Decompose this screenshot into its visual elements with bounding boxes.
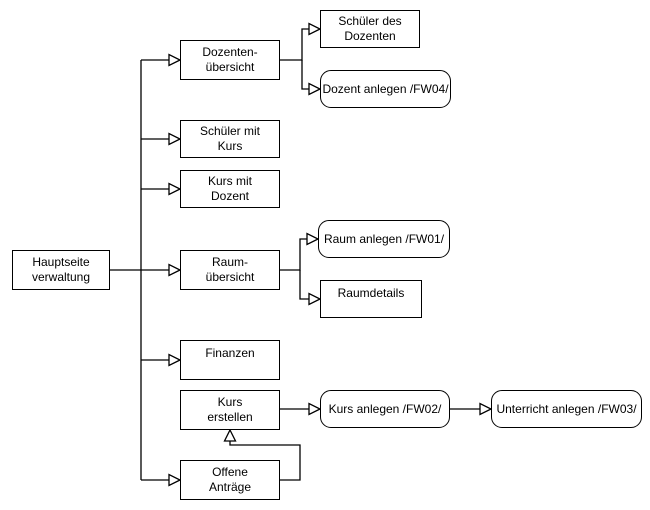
node-finanzen: Finanzen <box>180 340 280 380</box>
node-kurs-anlegen: Kurs anlegen /FW02/ <box>320 390 450 428</box>
node-label-offene-antraege: Offene Anträge <box>208 465 252 494</box>
dozenten-to-schueler-des-dozenten-arrowhead <box>308 22 322 36</box>
node-label-finanzen: Finanzen <box>205 346 255 360</box>
node-label-raum-anlegen: Raum anlegen /FW01/ <box>323 231 445 246</box>
hauptseite-to-raum-uebersicht-arrowhead <box>168 263 182 277</box>
node-label-schueler-mit-kurs: Schüler mit Kurs <box>199 124 261 153</box>
node-schueler-des-dozenten: Schüler des Dozenten <box>320 10 420 48</box>
node-dozenten-uebersicht: Dozenten- übersicht <box>180 40 280 80</box>
node-label-kurs-anlegen: Kurs anlegen /FW02/ <box>328 401 442 416</box>
kurs-anlegen-to-unterricht-anlegen-arrowhead <box>479 402 493 416</box>
node-label-unterricht-anlegen: Unterricht anlegen /FW03/ <box>496 401 637 416</box>
node-raum-anlegen: Raum anlegen /FW01/ <box>318 220 450 258</box>
trunk-to-finanzen-arrowhead <box>168 353 182 367</box>
node-label-dozent-anlegen: Dozent anlegen /FW04/ <box>322 81 449 96</box>
connector-dozenten-to-dozent-anlegen <box>301 60 309 90</box>
offene-antraege-to-kurs-erstellen-arrowhead <box>223 428 237 442</box>
connector-offene-antraege-to-kurs-erstellen <box>229 441 301 481</box>
connector-dozenten-to-schueler-des-dozenten <box>280 28 309 61</box>
node-label-dozenten-uebersicht: Dozenten- übersicht <box>202 45 258 74</box>
node-raumdetails: Raumdetails <box>320 280 422 318</box>
node-kurs-erstellen: Kurs erstellen <box>180 390 280 430</box>
connector-raum-to-raumdetails <box>299 270 309 300</box>
trunk-to-offene-antraege-arrowhead <box>168 473 182 487</box>
connector-raum-to-raum-anlegen <box>280 238 307 271</box>
trunk-to-kurs-mit-dozent-arrowhead <box>168 182 182 196</box>
raum-to-raum-anlegen-arrowhead <box>306 232 320 246</box>
node-label-kurs-erstellen: Kurs erstellen <box>207 395 253 424</box>
kurs-erstellen-to-kurs-anlegen-arrowhead <box>308 402 322 416</box>
node-label-hauptseite-verwaltung: Hauptseite verwaltung <box>31 255 91 284</box>
trunk-to-dozenten-uebersicht-arrowhead <box>168 53 182 67</box>
node-label-kurs-mit-dozent: Kurs mit Dozent <box>207 174 252 203</box>
node-label-raumdetails: Raumdetails <box>337 286 405 300</box>
trunk-to-schueler-mit-kurs-arrowhead <box>168 132 182 146</box>
raum-to-raumdetails-arrowhead <box>308 292 322 306</box>
node-unterricht-anlegen: Unterricht anlegen /FW03/ <box>491 390 642 428</box>
node-schueler-mit-kurs: Schüler mit Kurs <box>180 120 280 158</box>
dozenten-to-dozent-anlegen-arrowhead <box>308 82 322 96</box>
node-hauptseite-verwaltung: Hauptseite verwaltung <box>12 250 110 290</box>
node-raum-uebersicht: Raum- übersicht <box>180 250 280 290</box>
node-offene-antraege: Offene Anträge <box>180 460 280 500</box>
node-label-raum-uebersicht: Raum- übersicht <box>205 255 255 284</box>
node-kurs-mit-dozent: Kurs mit Dozent <box>180 170 280 208</box>
node-dozent-anlegen: Dozent anlegen /FW04/ <box>320 70 451 108</box>
node-label-schueler-des-dozenten: Schüler des Dozenten <box>338 14 402 43</box>
